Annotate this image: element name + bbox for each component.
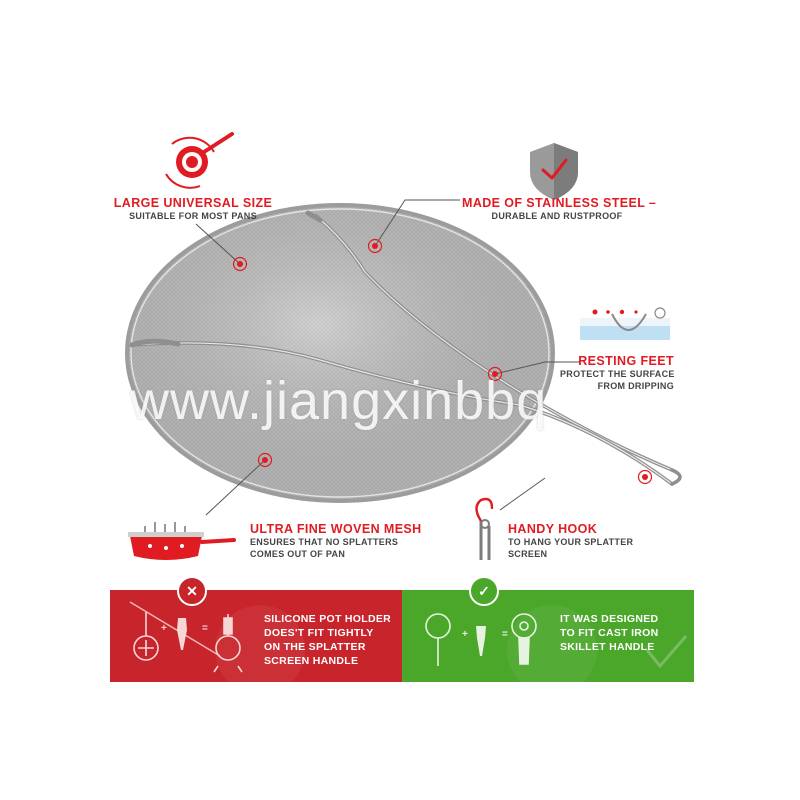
watermark-text: www.jiangxinbbq [130,371,548,431]
hook-icon [475,497,494,560]
fits-illustration [425,605,688,682]
feature-subtitle: SUITABLE FOR MOST PANS [129,211,257,221]
callout-dots [232,238,653,485]
feature-title: ULTRA FINE WOVEN MESH [250,522,422,536]
dot-mesh [257,452,273,468]
pan-target-icon [165,132,234,189]
pot-holder-icon [177,618,187,650]
resting-feet-icon [580,307,670,340]
fits-text: IT WAS DESIGNED TO FIT CAST IRON SKILLET… [560,613,659,653]
plus-sign: + [161,623,167,634]
feature-subtitle: TO HANG YOUR SPLATTER SCREEN [508,537,634,559]
panel-not-fit: + = SILICONE POT HOLDER DOES'T FIT TIGHT… [110,590,402,682]
not-fit-text: SILICONE POT HOLDER DOES'T FIT TIGHTLY O… [264,613,392,667]
feature-subtitle: ENSURES THAT NO SPLATTERS COMES OUT OF P… [250,537,399,559]
check-icon: ✓ [469,576,499,606]
wire-handle [129,210,682,486]
shield-check-icon [530,143,578,200]
callout-lines [195,199,580,516]
dot-hook [637,469,653,485]
feature-title: RESTING FEET [578,354,674,368]
feature-mesh: ULTRA FINE WOVEN MESH ENSURES THAT NO SP… [250,522,430,560]
feature-subtitle: DURABLE AND RUSTPROOF [491,211,623,221]
feature-hook: HANDY HOOK TO HANG YOUR SPLATTER SCREEN [508,522,668,560]
cross-icon: ✕ [177,576,207,606]
feature-subtitle: PROTECT THE SURFACE FROM DRIPPING [560,369,675,391]
dot-steel [367,238,383,254]
handle-cover-icon [476,626,486,656]
strainer-icon [425,613,451,666]
frying-pan-icon [128,522,236,560]
plus-sign: + [462,629,468,640]
panel-fits: + = IT WAS DESIGNED TO FIT CAST IRON SKI… [402,590,694,682]
feature-title: LARGE UNIVERSAL SIZE [113,196,273,210]
feature-feet: RESTING FEET PROTECT THE SURFACE FROM DR… [560,354,674,392]
not-fit-illustration [129,601,305,682]
feature-steel: MADE OF STAINLESS STEEL – DURABLE AND RU… [462,196,657,222]
skillet-with-cover-icon [511,613,537,665]
feature-size: LARGE UNIVERSAL SIZE SUITABLE FOR MOST P… [110,196,276,222]
equals-sign: = [202,623,208,634]
dot-size [232,256,248,272]
equals-sign: = [502,629,508,640]
feature-title: MADE OF STAINLESS STEEL – [462,196,657,210]
feature-title: HANDY HOOK [508,522,598,536]
mesh-screen [125,203,555,503]
strainer-icon [133,612,159,661]
dot-feet [487,366,503,382]
strainer-with-holder-icon [213,614,243,673]
